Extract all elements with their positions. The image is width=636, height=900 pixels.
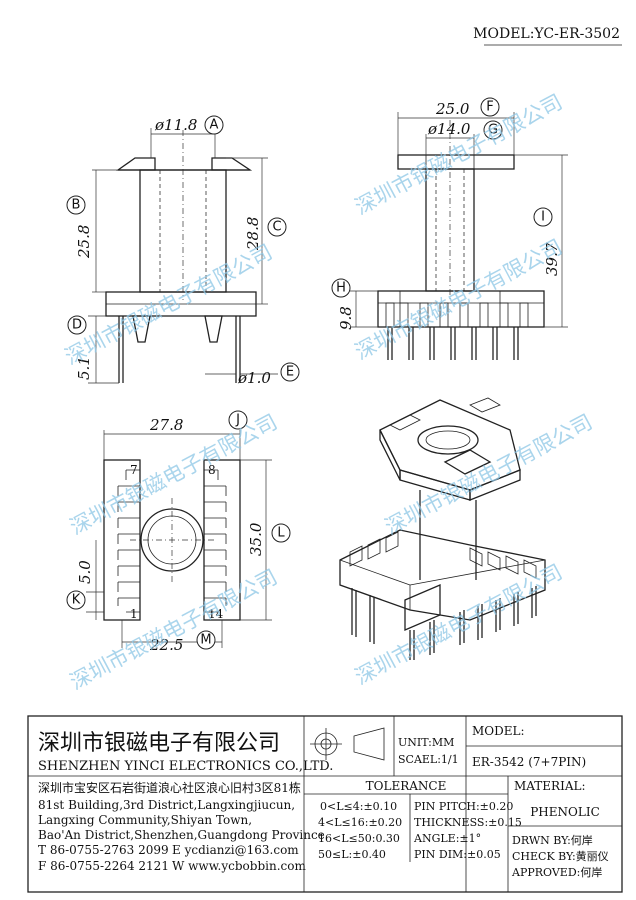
title-block: 深圳市银磁电子有限公司 SHENZHEN YINCI ELECTRONICS C…: [27, 715, 623, 893]
watermark: 深圳市银磁电子有限公司: [351, 560, 566, 690]
svg-text:C: C: [272, 220, 281, 235]
bottom-view: 7 8 1 14 27.8 5.0 35.0 22.5: [76, 416, 272, 654]
tolerance-1: 0<L≤4:±0.10: [320, 800, 397, 813]
watermark: 深圳市银磁电子有限公司: [66, 565, 281, 695]
thickness: THICKNESS:±0.15: [414, 816, 522, 829]
scale: SCAEL:1/1: [398, 753, 459, 766]
address-en-3: Bao'An District,Shenzhen,Guangdong Provi…: [38, 828, 325, 842]
pin-label-7: 7: [130, 463, 138, 477]
svg-text:F: F: [486, 100, 493, 115]
dim-i-text: 39.7: [543, 242, 561, 276]
pin-label-14: 14: [208, 607, 224, 621]
callout-c: C: [267, 217, 287, 237]
tel: T 86-0755-2763 2099: [38, 843, 169, 857]
isometric-view: [339, 397, 546, 660]
address-cn: 深圳市宝安区石岩街道浪心社区浪心旧村3区81栋: [38, 780, 301, 795]
approved-by: APPROVED:何岸: [511, 866, 602, 879]
dim-b-text: 25.8: [75, 225, 93, 259]
address-en-2: Langxing Community,Shiyan Town,: [38, 813, 252, 827]
angle: ANGLE:±1°: [413, 832, 481, 845]
svg-text:K: K: [72, 593, 81, 608]
callout-a: A: [204, 115, 224, 135]
svg-text:B: B: [72, 198, 81, 213]
callout-d: D: [67, 315, 87, 335]
company-name-cn: 深圳市银磁电子有限公司: [38, 731, 280, 756]
dim-l-text: 35.0: [247, 522, 265, 556]
pin-dim: PIN DIM:±0.05: [414, 848, 501, 861]
svg-text:I: I: [541, 210, 545, 225]
tolerance-label: TOLERANCE: [366, 779, 447, 793]
dim-e-text: ø1.0: [237, 369, 271, 387]
watermark: 深圳市银磁电子有限公司: [351, 235, 566, 365]
unit: UNIT:MM: [398, 736, 454, 749]
drawn-by: DRWN BY:何岸: [512, 834, 593, 847]
svg-text:H: H: [336, 281, 346, 296]
pin-pitch: PIN PITCH:±0.20: [414, 800, 513, 813]
callout-b: B: [66, 195, 86, 215]
callout-m: M: [196, 630, 216, 650]
callout-k: K: [66, 590, 86, 610]
dim-a-text: ø11.8: [154, 116, 197, 134]
callout-l: L: [271, 523, 291, 543]
dim-g-text: ø14.0: [427, 120, 471, 138]
tolerance-2: 4<L≤16:±0.20: [318, 816, 402, 829]
callout-g: G: [483, 120, 503, 140]
dim-k-text: 5.0: [76, 560, 94, 584]
check-by: CHECK BY:黄丽仪: [512, 849, 609, 863]
material-label: MATERIAL:: [514, 779, 586, 793]
dim-c-text: 28.8: [244, 217, 262, 251]
svg-text:A: A: [210, 118, 219, 133]
callout-f: F: [480, 97, 500, 117]
tolerance-3: 16<L≤50:0.30: [318, 832, 400, 845]
pin-label-1: 1: [130, 607, 138, 621]
pin-label-8: 8: [208, 463, 216, 477]
callout-i: I: [533, 207, 553, 227]
model-value: ER-3542 (7+7PIN): [472, 755, 586, 769]
svg-text:G: G: [488, 123, 498, 138]
svg-text:D: D: [72, 318, 82, 333]
dim-d-text: 5.1: [75, 356, 93, 380]
address-en-1: 81st Building,3rd District,Langxingjiucu…: [38, 798, 295, 812]
side-view: 25.0 ø14.0 9.8 39.7: [337, 100, 568, 360]
material-value: PHENOLIC: [530, 805, 600, 819]
dim-f-text: 25.0: [435, 100, 470, 118]
company-name-en: SHENZHEN YINCI ELECTRONICS CO.,LTD.: [38, 759, 333, 774]
watermark: 深圳市银磁电子有限公司: [381, 410, 596, 540]
callout-j: J: [228, 410, 248, 430]
svg-text:E: E: [286, 365, 294, 380]
model-label: MODEL:: [472, 724, 525, 738]
svg-text:L: L: [277, 526, 285, 541]
website: W www.ycbobbin.com: [172, 859, 306, 873]
fax: F 86-0755-2264 2121: [38, 859, 169, 873]
callout-e: E: [280, 362, 300, 382]
callout-h: H: [331, 278, 351, 298]
dim-h-text: 9.8: [337, 306, 355, 330]
dim-m-text: 22.5: [149, 636, 183, 654]
front-view: ø11.8 25.8 28.8 5.1 ø1.0: [75, 116, 278, 387]
tolerance-4: 50≤L:±0.40: [318, 848, 386, 861]
email: E ycdianzi@163.com: [172, 843, 299, 857]
watermark: 深圳市银磁电子有限公司: [61, 240, 276, 370]
dim-j-text: 27.8: [149, 416, 183, 434]
svg-text:M: M: [200, 633, 211, 648]
svg-text:J: J: [235, 413, 240, 428]
model-header: MODEL:YC-ER-3502: [473, 26, 620, 42]
